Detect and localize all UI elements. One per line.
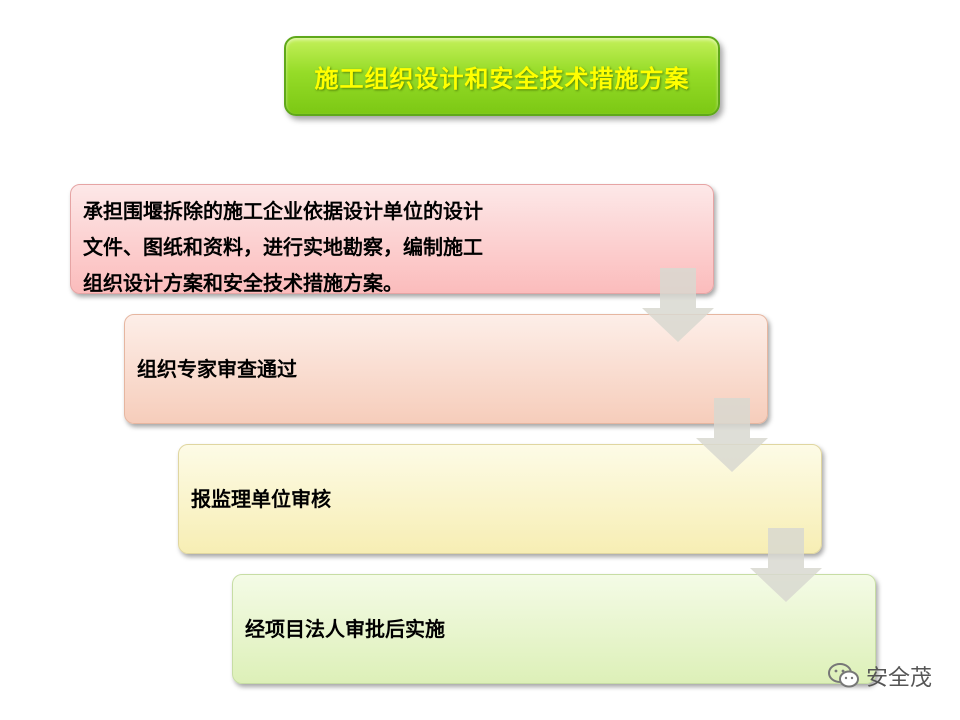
down-arrow-2 [696, 398, 768, 472]
step-1-line-2: 文件、图纸和资料，进行实地勘察，编制施工 [83, 235, 483, 259]
diagram-title: 施工组织设计和安全技术措施方案 [314, 64, 690, 93]
step-3-box: 报监理单位审核 [178, 444, 822, 554]
step-1-box: 承担围堰拆除的施工企业依据设计单位的设计 文件、图纸和资料，进行实地勘察，编制施… [70, 184, 714, 295]
step-3-text: 报监理单位审核 [191, 487, 331, 511]
step-1-text: 承担围堰拆除的施工企业依据设计单位的设计 文件、图纸和资料，进行实地勘察，编制施… [71, 185, 583, 301]
wechat-icon [827, 663, 859, 688]
step-4-box: 经项目法人审批后实施 [232, 574, 876, 684]
watermark-text: 安全茂 [865, 666, 932, 691]
down-arrow-1 [642, 268, 714, 342]
step-2-box: 组织专家审查通过 [124, 314, 768, 424]
watermark: 安全茂 [827, 660, 932, 692]
step-1-line-1: 承担围堰拆除的施工企业依据设计单位的设计 [83, 199, 483, 223]
step-4-text: 经项目法人审批后实施 [245, 617, 445, 641]
down-arrow-3 [750, 528, 822, 602]
step-2-text: 组织专家审查通过 [137, 357, 297, 381]
title-box: 施工组织设计和安全技术措施方案 [284, 36, 720, 116]
step-1-line-3: 组织设计方案和安全技术措施方案。 [83, 271, 403, 295]
